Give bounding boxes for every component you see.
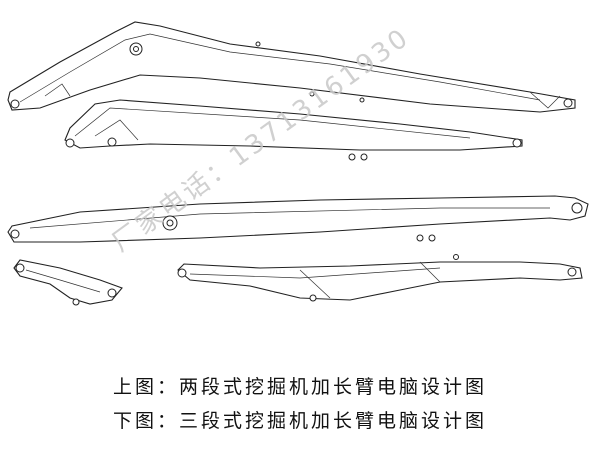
three-section-stick — [177, 254, 583, 302]
caption-three-section: 下图：三段式挖掘机加长臂电脑设计图 — [112, 410, 487, 432]
three-section-boom — [7, 195, 589, 243]
two-section-stick — [64, 99, 523, 161]
caption-two-section: 上图：两段式挖掘机加长臂电脑设计图 — [112, 376, 487, 398]
two-section-boom — [7, 21, 576, 113]
three-section-link — [13, 259, 123, 306]
